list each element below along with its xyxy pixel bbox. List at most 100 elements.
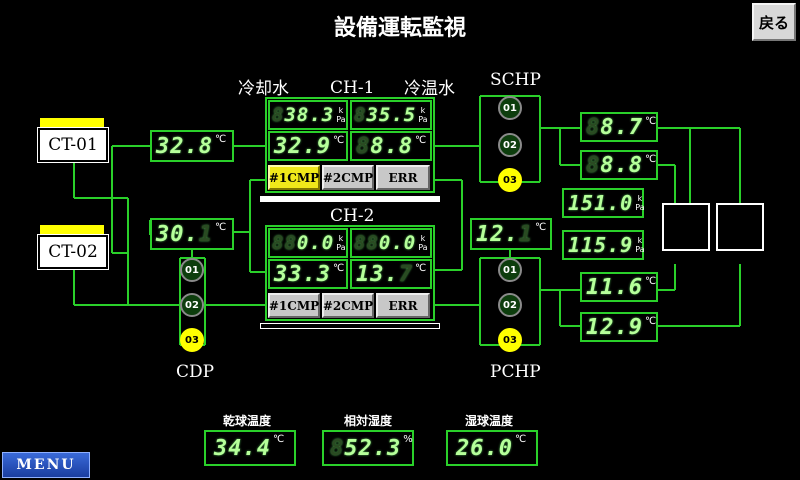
header-box-2 — [716, 203, 764, 251]
page-title: 設備運転監視 — [333, 15, 466, 41]
ch1-chw-pressure-value: 35.5 — [366, 104, 417, 126]
menu-button[interactable]: MENU — [2, 452, 90, 478]
ch1-cmp2-button[interactable]: #2CMP — [322, 165, 374, 190]
label-ch1: CH-1 — [330, 78, 375, 98]
header-value-5: 11.6 ℃ — [580, 272, 658, 302]
label-chilled-water: 冷温水 — [404, 79, 455, 99]
ch1-chw-temp-ghost: 8 — [356, 133, 371, 159]
unit-k: k — [420, 106, 426, 115]
wet-bulb-value: 26.0 — [456, 435, 513, 461]
pchp-temp-ghost: 1 — [518, 221, 533, 247]
header-value-2-ghost: 8 — [586, 152, 601, 178]
unit-pa: Pa — [635, 203, 645, 212]
cdp-pump-01[interactable]: 01 — [180, 258, 204, 282]
pchp-temp-display: 12.1 ℃ — [470, 218, 552, 250]
ch1-cw-temp-display: 32.9 ℃ — [268, 131, 348, 161]
header-value-2-value: 8.8 — [600, 152, 643, 178]
unit-k: k — [338, 234, 344, 243]
pchp-pump-02[interactable]: 02 — [498, 293, 522, 317]
unit-pa: Pa — [635, 245, 645, 254]
label-cdp: CDP — [176, 362, 215, 382]
ct-supply-temp-unit: ℃ — [214, 134, 227, 145]
schp-pump-01[interactable]: 01 — [498, 96, 522, 120]
cdp-pump-03[interactable]: 03 — [180, 328, 204, 352]
ch1-err-button[interactable]: ERR — [376, 165, 430, 190]
pchp-pump-01[interactable]: 01 — [498, 258, 522, 282]
cdp-pump-02[interactable]: 02 — [180, 293, 204, 317]
ct-return-temp-display: 30.1 ℃ — [150, 218, 234, 250]
label-cooling-water: 冷却水 — [238, 79, 289, 99]
humidity-ghost: 8 — [330, 435, 345, 461]
ch2-cmp1-button[interactable]: #1CMP — [268, 293, 320, 318]
ch1-cw-temp-value: 32.9 — [274, 133, 331, 159]
ch2-cw-pressure-value: 0.0 — [296, 232, 335, 254]
back-button[interactable]: 戻る — [752, 3, 796, 41]
dry-bulb-display: 34.4 ℃ — [204, 430, 296, 466]
ch2-chw-pressure-ghost: 88 — [354, 232, 379, 254]
ch2-chw-temp-display: 13.7 ℃ — [350, 259, 432, 289]
ch2-cw-temp-value: 33.3 — [274, 261, 331, 287]
header-value-6-value: 12.9 — [586, 314, 643, 340]
ch1-base-bar — [260, 196, 440, 202]
schp-pump-02[interactable]: 02 — [498, 133, 522, 157]
ct-return-temp-ghost: 1 — [198, 221, 213, 247]
unit-k: k — [338, 106, 344, 115]
ch1-cw-pressure-ghost: 8 — [272, 104, 285, 126]
ch1-chw-temp-value: 8.8 — [370, 133, 413, 159]
unit-pa: Pa — [336, 243, 346, 252]
dry-bulb-unit: ℃ — [272, 434, 285, 445]
ch2-base-bar — [260, 323, 440, 329]
ch1-cmp1-button[interactable]: #1CMP — [268, 165, 320, 190]
unit-pa: Pa — [418, 115, 428, 124]
ch2-cmp2-button[interactable]: #2CMP — [322, 293, 374, 318]
ct-supply-temp-value: 32.8 — [156, 133, 213, 159]
header-box-1 — [662, 203, 710, 251]
header-value-6-unit: ℃ — [644, 316, 657, 327]
ch1-cw-temp-unit: ℃ — [332, 135, 345, 146]
unit-pa: Pa — [418, 243, 428, 252]
ct-02-button[interactable]: CT-02 — [37, 234, 109, 270]
ct-supply-temp-display: 32.8 ℃ — [150, 130, 234, 162]
humidity-label: 相対湿度 — [343, 414, 392, 428]
humidity-value: 52.3 — [344, 435, 402, 461]
pchp-temp-value: 12. — [476, 221, 519, 247]
header-value-6: 12.9 ℃ — [580, 312, 658, 342]
wet-bulb-display: 26.0 ℃ — [446, 430, 538, 466]
label-pchp: PCHP — [490, 362, 541, 382]
header-value-1-value: 8.7 — [600, 114, 643, 140]
ch2-cw-pressure-ghost: 88 — [272, 232, 297, 254]
header-value-1-ghost: 8 — [586, 114, 601, 140]
schp-pump-03[interactable]: 03 — [498, 168, 522, 192]
header-value-2-unit: ℃ — [645, 154, 657, 165]
ct-01-button[interactable]: CT-01 — [37, 127, 109, 163]
ch2-frame — [265, 225, 435, 321]
ch2-chw-pressure-value: 0.0 — [378, 232, 417, 254]
unit-k: k — [637, 236, 643, 245]
label-schp: SCHP — [490, 70, 541, 90]
unit-k: k — [637, 194, 643, 203]
pchp-pump-03[interactable]: 03 — [498, 328, 522, 352]
ch2-err-button[interactable]: ERR — [376, 293, 430, 318]
ch1-cw-pressure-value: 38.3 — [284, 104, 335, 126]
header-value-5-unit: ℃ — [644, 276, 657, 287]
ct-return-temp-value: 30. — [156, 221, 199, 247]
ct-02-cap — [40, 225, 104, 234]
pchp-temp-unit: ℃ — [535, 222, 547, 233]
ch1-chw-pressure-ghost: 8 — [354, 104, 367, 126]
label-ch2: CH-2 — [330, 206, 375, 226]
